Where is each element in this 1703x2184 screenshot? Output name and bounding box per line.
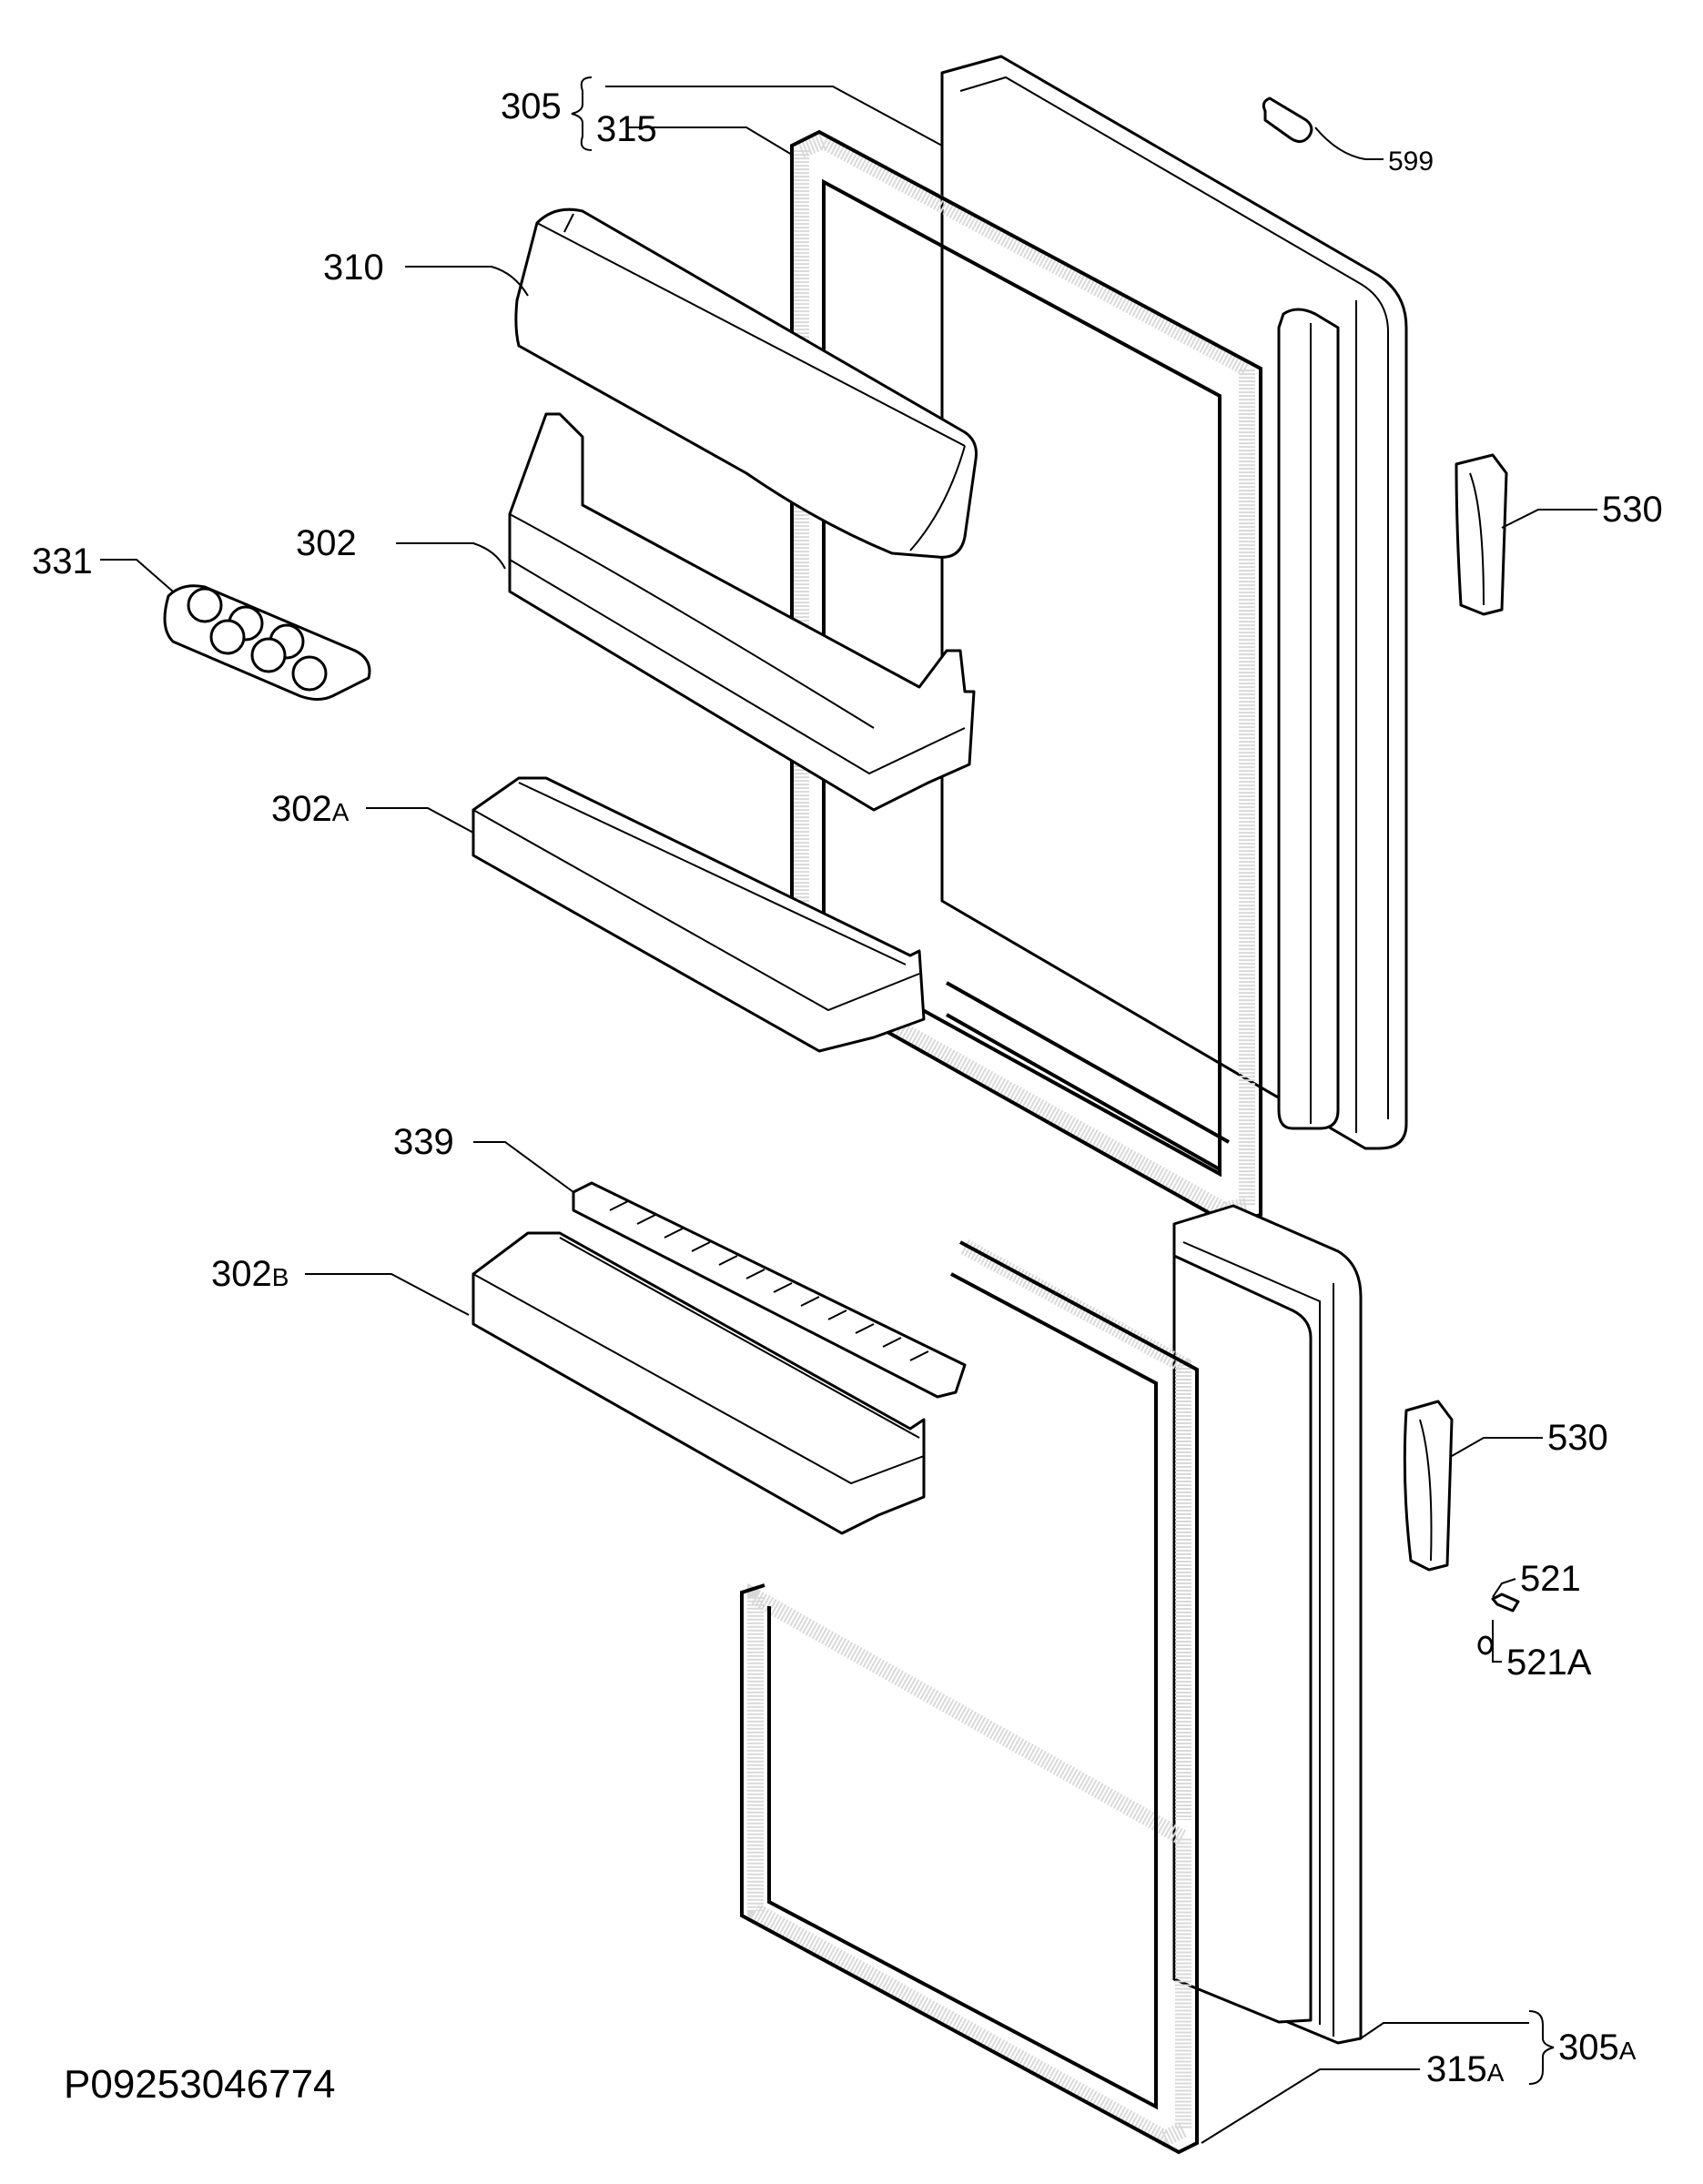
label-530-upper: 530 [1602, 490, 1663, 530]
washer-521A [1477, 1635, 1494, 1655]
gasket-fragment [946, 981, 1230, 1171]
dairy-compartment-310 [514, 207, 978, 559]
door-shelf-302B [471, 1231, 926, 1535]
shelf-support-339 [572, 1181, 967, 1399]
label-331: 331 [32, 541, 93, 581]
egg-tray-331 [163, 584, 371, 701]
label-305: 305 [501, 86, 562, 126]
label-302B: 302B [211, 1254, 289, 1294]
label-315A: 315A [1426, 2049, 1505, 2089]
label-521A: 521A [1506, 1643, 1592, 1683]
label-339: 339 [393, 1122, 454, 1162]
label-302: 302 [296, 523, 357, 563]
drawing-code: P09253046774 [64, 2062, 336, 2107]
label-302A: 302A [271, 789, 350, 829]
hinge-pin-599 [1262, 96, 1313, 143]
label-310: 310 [323, 248, 384, 288]
handle-530-upper [1455, 453, 1508, 616]
lower-gasket-315A [740, 1239, 1199, 2155]
door-shelf-302A [471, 776, 926, 1053]
label-599: 599 [1388, 147, 1434, 177]
upper-door-305 [940, 55, 1408, 1150]
lower-door-305A [1172, 1204, 1363, 2045]
part-labels: 305 315 599 310 302 331 530 302A 339 302… [32, 86, 1663, 2089]
screw-521 [1491, 1592, 1520, 1613]
label-315: 315 [596, 109, 657, 149]
label-530-lower: 530 [1547, 1418, 1608, 1458]
leader-lines [100, 86, 1597, 2144]
label-521: 521 [1520, 1559, 1581, 1599]
handle-530-lower [1403, 1400, 1454, 1572]
braces [571, 76, 1555, 2085]
label-305A: 305A [1558, 2027, 1637, 2068]
door-shelf-302 [508, 412, 976, 812]
